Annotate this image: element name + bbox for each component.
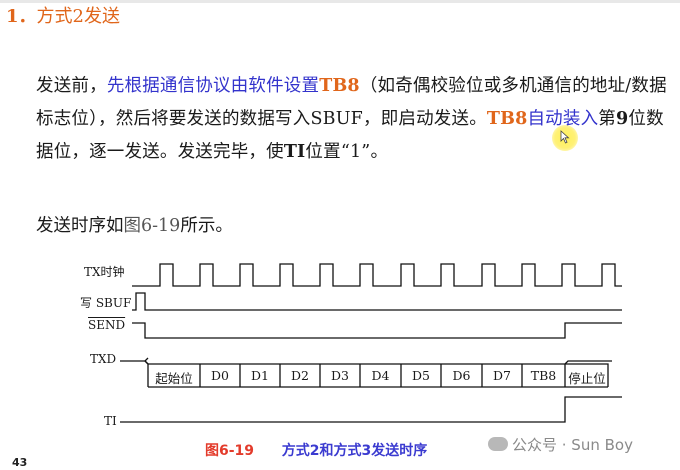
send-waveform: [132, 322, 622, 339]
txd-cell-d5: D5: [412, 368, 430, 383]
para-text-5: 位置“1”。: [305, 142, 389, 162]
txd-cell-d4: D4: [371, 368, 390, 383]
txd-cell-dividers: [199, 364, 566, 387]
txd-cell-d6: D6: [452, 368, 471, 383]
para-text-4: 位数据位，逐一发送。发送完毕，使: [36, 109, 664, 162]
para-tb8-1: TB8: [319, 76, 360, 96]
watermark-text: 公众号 · Sun Boy: [512, 436, 633, 454]
timing-caption-prefix: 发送时序如: [36, 216, 124, 236]
signal-label-ti: TI: [104, 414, 117, 428]
para-ti: TI: [283, 142, 306, 162]
txd-cell-d3: D3: [331, 368, 349, 383]
signal-label-write-sbuf: 写 SBUF: [80, 296, 132, 310]
mouse-pointer-icon: [560, 130, 570, 144]
wechat-icon: [488, 437, 508, 451]
txd-cell-d0: D0: [211, 368, 229, 383]
figure-caption: 图6-19 方式2和方式3发送时序: [205, 440, 427, 460]
txd-cell-stop: 停止位: [568, 371, 606, 386]
description-paragraph: 发送前，先根据通信协议由软件设置TB8（如奇偶校验位或多机通信的地址/数据标志位…: [36, 70, 668, 169]
section-heading: 1．方式2发送: [6, 2, 120, 28]
section-number: 1．: [6, 6, 37, 27]
timing-caption-figref: 图6-19: [123, 216, 181, 236]
txd-cell-tb8: TB8: [530, 368, 557, 383]
txd-cell-d7: D7: [493, 368, 511, 383]
timing-caption: 发送时序如图6-19所示。: [36, 212, 233, 237]
para-text-1: 发送前，: [36, 76, 107, 96]
section-title: 方式2发送: [36, 6, 120, 27]
signal-label-tx-clock: TX时钟: [84, 265, 125, 279]
figure-title: 方式2和方式3发送时序: [281, 443, 428, 459]
ti-waveform: [120, 396, 622, 423]
signal-label-send: SEND: [88, 318, 126, 332]
para-text-2: （如奇偶校验位或多机通信的地址/数据标志位），然后将要发送的数据写入SBUF，即…: [36, 76, 667, 129]
figure-number: 图6-19: [205, 443, 255, 459]
txd-cell-d2: D2: [291, 368, 309, 383]
watermark: 公众号 · Sun Boy: [488, 434, 633, 455]
signal-label-txd: TXD: [90, 352, 117, 366]
tx-clock-waveform: [132, 263, 622, 287]
txd-waveform-bottom: [144, 357, 608, 388]
para-nine: 9: [616, 109, 629, 129]
txd-stop-box: [565, 363, 609, 387]
top-border: [0, 0, 680, 3]
para-tb8-2: TB8: [486, 109, 528, 129]
page-number: 43: [12, 456, 28, 469]
txd-waveform-top: [120, 360, 612, 365]
txd-cell-start: 起始位: [155, 371, 193, 386]
para-highlight-set: 先根据通信协议由软件设置: [106, 76, 320, 96]
para-highlight-load: 自动装入: [527, 109, 599, 129]
timing-caption-suffix: 所示。: [180, 216, 233, 236]
txd-cell-d1: D1: [251, 368, 269, 383]
para-text-3: 第: [598, 109, 616, 129]
write-sbuf-waveform: [132, 292, 622, 311]
